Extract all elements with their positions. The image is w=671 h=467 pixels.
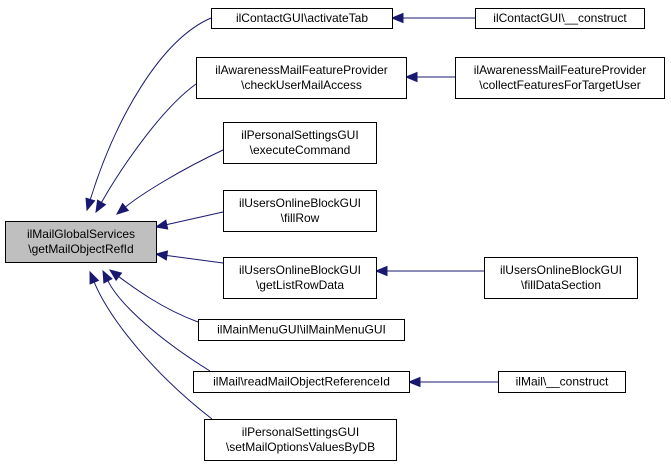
edge-line: [166, 211, 224, 226]
node-box: [455, 57, 665, 99]
edge-line: [101, 83, 197, 203]
node-label-line: ilUsersOnlineBlockGUI: [500, 263, 622, 277]
edge-n2a-to-n2: [404, 71, 455, 83]
edge-n4-to-root: [154, 211, 224, 230]
node-label-line: ilUsersOnlineBlockGUI: [239, 263, 361, 277]
edge-line: [125, 149, 224, 208]
node-label-line: \executeCommand: [250, 143, 351, 157]
edge-n5a-to-n5: [374, 265, 484, 277]
node-label-line: \collectFeaturesForTargetUser: [479, 78, 640, 92]
arrowhead: [89, 270, 100, 285]
edge-line: [107, 280, 211, 372]
node-label-line: \fillRow: [281, 211, 320, 225]
edge-n6-to-root: [108, 269, 199, 323]
node-label-line: ilMailGlobalServices: [27, 227, 135, 241]
node-n1[interactable]: ilContactGUI\activateTab: [211, 8, 393, 29]
node-label-line: \setMailOptionsValuesByDB: [226, 440, 375, 454]
arrowhead: [154, 219, 169, 230]
node-box: [196, 57, 407, 99]
node-n6[interactable]: ilMainMenuGUI\ilMainMenuGUI: [198, 319, 405, 341]
node-label-line: ilPersonalSettingsGUI: [241, 128, 358, 142]
node-label-line: ilMail\__construct: [516, 375, 609, 389]
arrowhead: [390, 12, 404, 24]
edge-line: [89, 17, 212, 200]
node-box: [498, 371, 626, 393]
edge-line: [93, 282, 213, 420]
edge-n2-to-root: [95, 83, 197, 214]
edge-n1-to-root: [85, 17, 212, 212]
node-label-line: ilContactGUI\activateTab: [236, 11, 368, 25]
node-label-line: \getListRowData: [256, 278, 344, 292]
node-label-line: ilAwarenessMailFeatureProvider: [215, 63, 388, 77]
node-n1a[interactable]: ilContactGUI\__construct: [475, 8, 645, 29]
node-label-line: \getMailObjectRefId: [28, 242, 133, 256]
edge-line: [166, 255, 224, 264]
edge-n5-to-root: [154, 250, 224, 264]
node-box: [223, 122, 377, 164]
arrowhead: [102, 269, 113, 284]
node-n8[interactable]: ilPersonalSettingsGUI\setMailOptionsValu…: [204, 419, 397, 461]
arrowhead: [85, 197, 96, 212]
node-n4[interactable]: ilUsersOnlineBlockGUI\fillRow: [223, 190, 377, 232]
node-n5[interactable]: ilUsersOnlineBlockGUI\getListRowData: [223, 257, 377, 299]
edge-n1a-to-n1: [390, 12, 475, 24]
node-box: [475, 8, 645, 29]
arrowhead: [407, 376, 421, 388]
node-box: [198, 319, 405, 341]
edge-line: [118, 276, 199, 323]
arrowhead: [154, 250, 169, 261]
arrowhead: [374, 265, 388, 277]
node-label-line: \fillDataSection: [521, 278, 601, 292]
node-label-line: ilPersonalSettingsGUI: [242, 425, 359, 439]
node-label-line: ilAwarenessMailFeatureProvider: [474, 63, 647, 77]
node-box: [223, 190, 377, 232]
node-box: [204, 419, 397, 461]
arrowhead: [108, 269, 123, 282]
node-box: [193, 371, 410, 393]
arrowhead: [404, 71, 418, 83]
node-n5a[interactable]: ilUsersOnlineBlockGUI\fillDataSection: [484, 257, 638, 299]
node-label-line: ilUsersOnlineBlockGUI: [239, 196, 361, 210]
node-box: [211, 8, 393, 29]
node-label-line: ilMainMenuGUI\ilMainMenuGUI: [217, 323, 386, 337]
node-label-line: \checkUserMailAccess: [241, 78, 362, 92]
edge-n7-to-root: [102, 269, 211, 372]
node-n7[interactable]: ilMail\readMailObjectReferenceId: [193, 371, 410, 393]
arrowhead: [115, 202, 130, 215]
node-box: [484, 257, 638, 299]
edge-n7a-to-n7: [407, 376, 498, 388]
node-label-line: ilContactGUI\__construct: [493, 11, 627, 25]
node-root[interactable]: ilMailGlobalServices\getMailObjectRefId: [5, 221, 157, 263]
node-n7a[interactable]: ilMail\__construct: [498, 371, 626, 393]
arrowhead: [95, 199, 107, 214]
node-n2a[interactable]: ilAwarenessMailFeatureProvider\collectFe…: [455, 57, 665, 99]
node-n2[interactable]: ilAwarenessMailFeatureProvider\checkUser…: [196, 57, 407, 99]
node-label-line: ilMail\readMailObjectReferenceId: [213, 375, 390, 389]
edge-n8-to-root: [89, 270, 213, 420]
node-n3[interactable]: ilPersonalSettingsGUI\executeCommand: [223, 122, 377, 164]
edge-n3-to-root: [115, 149, 224, 215]
node-box: [223, 257, 377, 299]
node-box: [5, 221, 157, 263]
